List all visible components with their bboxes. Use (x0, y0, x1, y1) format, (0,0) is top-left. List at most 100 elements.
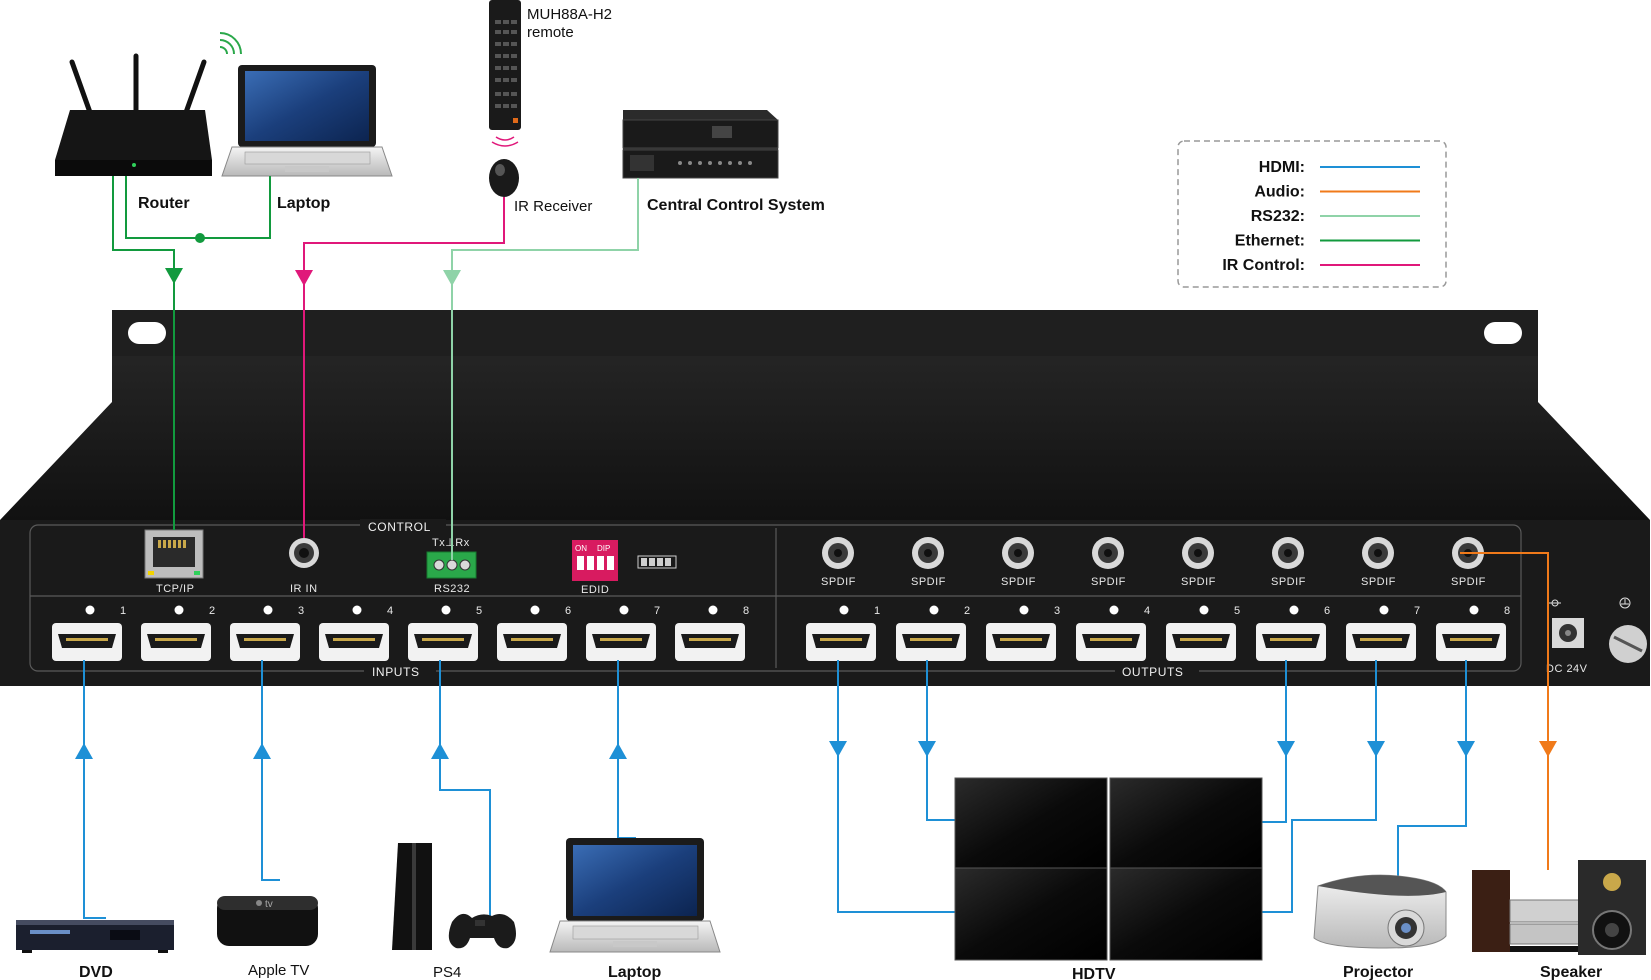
spdif-label: SPDIF (1181, 576, 1216, 588)
hdmi-port-icon[interactable]: 4 (1076, 605, 1150, 661)
outputs-title: OUTPUTS (1122, 665, 1184, 679)
hdmi-port-icon[interactable]: 7 (586, 605, 660, 661)
ir-receiver-label: IR Receiver (514, 198, 592, 215)
hdmi-port-icon[interactable]: 6 (497, 605, 571, 661)
ps4-label: PS4 (433, 964, 461, 980)
laptop-icon (221, 65, 393, 177)
legend-label: HDMI: (1259, 159, 1305, 176)
rs232-cable (443, 178, 639, 560)
dip-dip-label: DIP (597, 544, 610, 553)
ethernet-cable (112, 176, 271, 530)
control-system-icon (622, 110, 779, 179)
laptop-top-label: Laptop (277, 195, 331, 212)
txrx-label: Tx⊥Rx (432, 537, 470, 549)
spdif-port-icon[interactable]: SPDIF (911, 537, 946, 588)
dip-legend-icon (637, 555, 677, 569)
hdmi-output-cables (829, 660, 1475, 913)
hdmi-port-icon[interactable]: 3 (230, 605, 304, 661)
legend-row: Ethernet: (1235, 233, 1420, 250)
legend: HDMI: Audio: RS232: Ethernet: IR Control: (1177, 140, 1447, 288)
port-number: 8 (1504, 605, 1510, 617)
spdif-port-icon[interactable]: SPDIF (1091, 537, 1126, 588)
ground-icon (1609, 597, 1647, 663)
dvd-label: DVD (79, 964, 113, 980)
spdif-label: SPDIF (1361, 576, 1396, 588)
speaker-label: Speaker (1540, 964, 1602, 980)
dc-label: DC 24V (1546, 663, 1588, 675)
spdif-label: SPDIF (1091, 576, 1126, 588)
remote-label-line1: MUH88A-H2 (527, 6, 612, 23)
port-number: 6 (565, 605, 571, 617)
ir-control-cable (295, 197, 505, 538)
apple-tv-icon: tv (217, 896, 318, 946)
dc-power-port-icon[interactable] (1549, 599, 1584, 648)
hdmi-port-icon[interactable]: 4 (319, 605, 393, 661)
hdmi-port-icon[interactable]: 3 (986, 605, 1060, 661)
hdmi-port-icon[interactable]: 6 (1256, 605, 1330, 661)
spdif-ports: SPDIF SPDIF SPDIF SPDIF SPDIF SPDIF SPDIF SPDIF (821, 537, 1486, 588)
spdif-label: SPDIF (911, 576, 946, 588)
edid-label: EDID (581, 584, 609, 596)
ir-in-port-icon[interactable] (289, 538, 319, 568)
spdif-port-icon[interactable]: SPDIF (1361, 537, 1396, 588)
spdif-port-icon[interactable]: SPDIF (1271, 537, 1306, 588)
spdif-label: SPDIF (1271, 576, 1306, 588)
port-number: 5 (476, 605, 482, 617)
hdtv-label: HDTV (1072, 966, 1116, 980)
port-number: 7 (1414, 605, 1420, 617)
port-number: 6 (1324, 605, 1330, 617)
ir-in-label: IR IN (290, 583, 318, 595)
dip-on-label: ON (575, 544, 587, 553)
hdmi-port-icon[interactable]: 5 (1166, 605, 1240, 661)
hdmi-port-icon[interactable]: 2 (141, 605, 215, 661)
legend-row: HDMI: (1259, 159, 1420, 176)
legend-row: Audio: (1254, 184, 1420, 201)
hdmi-port-icon[interactable]: 8 (1436, 605, 1510, 661)
hdmi-port-icon[interactable]: 5 (408, 605, 482, 661)
port-number: 4 (1144, 605, 1150, 617)
rj45-port-icon[interactable] (144, 529, 204, 579)
hdmi-port-icon[interactable]: 1 (52, 605, 126, 661)
spdif-label: SPDIF (821, 576, 856, 588)
edid-dip-switch[interactable] (572, 540, 618, 581)
hdmi-input-cables (75, 660, 636, 919)
projector-label: Projector (1343, 964, 1413, 980)
hdmi-input-ports: 1 2 3 4 5 6 7 8 (52, 605, 749, 661)
video-wall-icon (954, 777, 1263, 961)
control-title: CONTROL (368, 520, 431, 534)
router-label: Router (138, 195, 190, 212)
ir-receiver-icon (489, 159, 519, 197)
router-icon (55, 32, 242, 176)
spdif-port-icon[interactable]: SPDIF (1451, 537, 1486, 588)
spdif-label: SPDIF (1001, 576, 1036, 588)
port-number: 4 (387, 605, 393, 617)
remote-label: MUH88A-H2 remote (527, 6, 616, 41)
ps4-icon (392, 843, 516, 950)
legend-label: Ethernet: (1235, 233, 1305, 250)
legend-row: IR Control: (1222, 257, 1420, 274)
spdif-label: SPDIF (1451, 576, 1486, 588)
spdif-port-icon[interactable]: SPDIF (821, 537, 856, 588)
hdmi-port-icon[interactable]: 7 (1346, 605, 1420, 661)
port-number: 5 (1234, 605, 1240, 617)
inputs-title: INPUTS (372, 665, 420, 679)
hdmi-port-icon[interactable]: 8 (675, 605, 749, 661)
spdif-port-icon[interactable]: SPDIF (1181, 537, 1216, 588)
legend-label: IR Control: (1222, 257, 1305, 274)
svg-text:tv: tv (265, 899, 273, 910)
rs232-label: RS232 (434, 583, 470, 595)
central-control-label: Central Control System (647, 197, 825, 214)
port-number: 3 (1054, 605, 1060, 617)
port-number: 2 (209, 605, 215, 617)
port-number: 3 (298, 605, 304, 617)
hdmi-port-icon[interactable]: 2 (896, 605, 970, 661)
audio-cable (1460, 552, 1557, 870)
rs232-terminal-icon[interactable] (426, 551, 477, 579)
spdif-port-icon[interactable]: SPDIF (1001, 537, 1036, 588)
port-number: 7 (654, 605, 660, 617)
remote-label-line2: remote (527, 24, 574, 41)
tcpip-label: TCP/IP (156, 583, 194, 595)
hdmi-port-icon[interactable]: 1 (806, 605, 880, 661)
legend-row: RS232: (1251, 208, 1420, 225)
